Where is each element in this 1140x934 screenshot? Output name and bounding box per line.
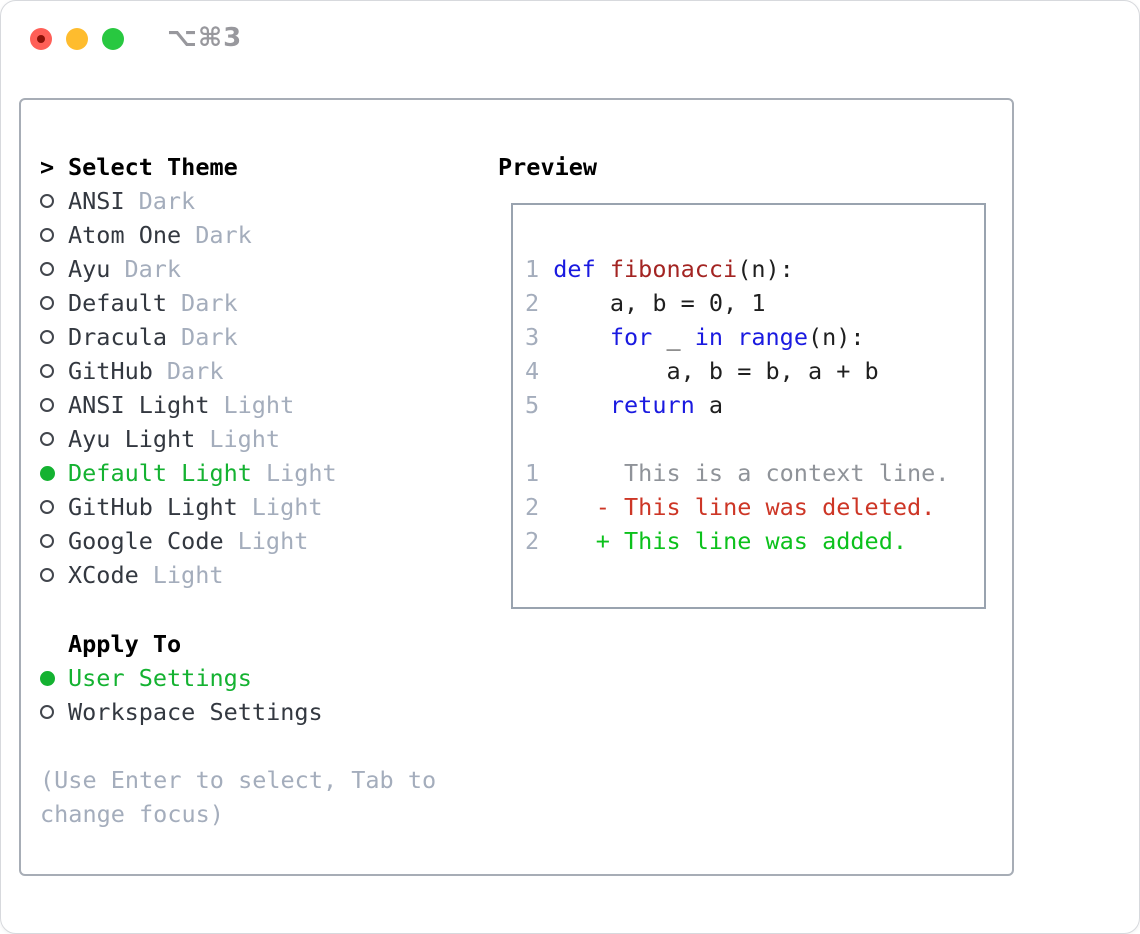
theme-variant-tag: Dark xyxy=(166,357,224,385)
theme-name: Default Light xyxy=(68,459,252,487)
theme-option-default-dark[interactable]: Default Dark xyxy=(40,286,337,320)
minimize-button[interactable] xyxy=(66,28,88,50)
theme-variant-tag: Light xyxy=(152,561,224,589)
line-number xyxy=(525,422,553,456)
close-button[interactable] xyxy=(30,28,52,50)
code-line: 4 a, b = b, a + b xyxy=(525,354,984,388)
code-line: 5 return a xyxy=(525,388,984,422)
hint-text: (Use Enter to select, Tab to change focu… xyxy=(40,766,437,828)
maximize-button[interactable] xyxy=(102,28,124,50)
radio-unselected-icon xyxy=(40,296,54,310)
theme-option-ayu-dark[interactable]: Ayu Dark xyxy=(40,252,337,286)
theme-option-github-dark[interactable]: GitHub Dark xyxy=(40,354,337,388)
theme-option-dracula-dark[interactable]: Dracula Dark xyxy=(40,320,337,354)
theme-variant-tag: Light xyxy=(265,459,337,487)
apply-option-label: Workspace Settings xyxy=(68,698,323,726)
theme-name: ANSI xyxy=(68,187,125,215)
radio-unselected-icon xyxy=(40,228,54,242)
theme-name: Atom One xyxy=(68,221,182,249)
theme-name: Google Code xyxy=(68,527,224,555)
radio-unselected-icon xyxy=(40,432,54,446)
theme-variant-tag: Dark xyxy=(138,187,196,215)
prompt-caret-icon: > xyxy=(40,153,55,181)
code-line: 2 a, b = 0, 1 xyxy=(525,286,984,320)
select-theme-title: Select Theme xyxy=(68,153,238,181)
radio-unselected-icon xyxy=(40,398,54,412)
line-number: 2 xyxy=(525,289,540,317)
radio-unselected-icon xyxy=(40,568,54,582)
apply-option-label: User Settings xyxy=(68,664,252,692)
theme-name: Dracula xyxy=(68,323,168,351)
unsaved-dot-icon xyxy=(37,35,45,43)
code-line: 3 for _ in range(n): xyxy=(525,320,984,354)
blank-line xyxy=(525,422,984,456)
window-title: ⌥⌘3 xyxy=(167,23,243,53)
diff-added-line: 2 + This line was added. xyxy=(525,524,984,558)
line-number: 4 xyxy=(525,357,540,385)
radio-unselected-icon xyxy=(40,500,54,514)
theme-variant-tag: Light xyxy=(209,425,281,453)
theme-name: GitHub xyxy=(68,357,153,385)
theme-option-github-light-light[interactable]: GitHub Light Light xyxy=(40,490,337,524)
theme-variant-tag: Dark xyxy=(181,289,238,317)
theme-name: ANSI Light xyxy=(68,391,210,419)
theme-option-ayu-light-light[interactable]: Ayu Light Light xyxy=(40,422,337,456)
radio-unselected-icon xyxy=(40,705,54,719)
theme-variant-tag: Light xyxy=(223,391,295,419)
theme-name: Ayu Light xyxy=(68,425,196,453)
theme-variant-tag: Dark xyxy=(195,221,252,249)
line-number: 2 xyxy=(525,527,540,555)
line-number: 1 xyxy=(525,255,540,283)
theme-name: GitHub Light xyxy=(68,493,238,521)
radio-unselected-icon xyxy=(40,194,54,208)
radio-unselected-icon xyxy=(40,330,54,344)
radio-unselected-icon xyxy=(40,534,54,548)
apply-option-user-settings[interactable]: User Settings xyxy=(40,661,323,695)
preview-header: Preview xyxy=(498,153,598,181)
theme-option-ansi-light-light[interactable]: ANSI Light Light xyxy=(40,388,337,422)
theme-option-google-code-light[interactable]: Google Code Light xyxy=(40,524,337,558)
radio-selected-icon xyxy=(40,465,55,481)
apply-to-header: Apply To xyxy=(40,627,323,661)
theme-name: XCode xyxy=(68,561,139,589)
line-number: 3 xyxy=(525,323,540,351)
apply-to-title: Apply To xyxy=(68,630,182,658)
diff-context-line: 1 This is a context line. xyxy=(525,456,984,490)
radio-unselected-icon xyxy=(40,364,54,378)
diff-deleted-line: 2 - This line was deleted. xyxy=(525,490,984,524)
line-number: 2 xyxy=(525,493,540,521)
radio-selected-icon xyxy=(40,670,55,686)
theme-option-xcode-light[interactable]: XCode Light xyxy=(40,558,337,592)
apply-option-workspace-settings[interactable]: Workspace Settings xyxy=(40,695,323,729)
theme-option-default-light-light[interactable]: Default Light Light xyxy=(40,456,337,490)
line-number: 5 xyxy=(525,391,540,419)
radio-unselected-icon xyxy=(40,262,54,276)
window-titlebar: ⌥⌘3 xyxy=(1,1,1139,79)
theme-variant-tag: Dark xyxy=(181,323,238,351)
theme-name: Default xyxy=(68,289,168,317)
select-theme-header: > Select Theme xyxy=(40,150,337,184)
theme-variant-tag: Light xyxy=(237,527,309,555)
theme-variant-tag: Dark xyxy=(124,255,182,283)
theme-variant-tag: Light xyxy=(251,493,323,521)
theme-option-atom-one-dark[interactable]: Atom One Dark xyxy=(40,218,337,252)
theme-option-ansi-dark[interactable]: ANSI Dark xyxy=(40,184,337,218)
line-number: 1 xyxy=(525,459,540,487)
theme-name: Ayu xyxy=(68,255,111,283)
